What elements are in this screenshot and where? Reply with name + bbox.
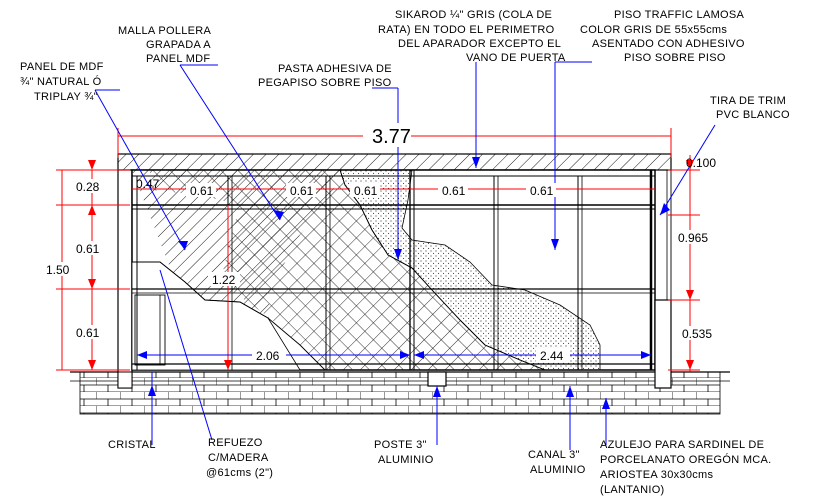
right-wall: [654, 154, 672, 389]
svg-text:PORCELANATO OREGÓN MCA.: PORCELANATO OREGÓN MCA.: [600, 453, 772, 466]
svg-text:¾" NATURAL Ó: ¾" NATURAL Ó: [20, 75, 102, 88]
svg-text:ASENTADO CON ADHESIVO: ASENTADO CON ADHESIVO: [592, 38, 745, 50]
cristal-panel: [134, 294, 166, 366]
label-cristal: CRISTAL: [108, 439, 156, 451]
dim-right-mid: 0.965: [678, 231, 708, 245]
svg-text:AZULEJO PARA SARDINEL DE: AZULEJO PARA SARDINEL DE: [600, 439, 764, 451]
svg-text:DEL APARADOR EXCEPTO EL: DEL APARADOR EXCEPTO EL: [398, 38, 561, 50]
floor-band: [70, 371, 730, 415]
svg-text:VANO DE PUERTA: VANO DE PUERTA: [466, 52, 566, 64]
svg-text:ARIOSTEA 30x30cms: ARIOSTEA 30x30cms: [600, 469, 714, 481]
svg-text:PISO SOBRE PISO: PISO SOBRE PISO: [624, 52, 726, 64]
svg-text:MALLA POLLERA: MALLA POLLERA: [118, 25, 212, 37]
svg-text:PISO TRAFFIC LAMOSA: PISO TRAFFIC LAMOSA: [614, 9, 745, 21]
dimension-labels: 3.77 0.28 0.61 0.61 1.50 0.47 0.61 0.61 …: [44, 123, 716, 363]
dim-top-4: 0.61: [442, 184, 466, 198]
svg-text:SIKAROD ¼" GRIS (COLA DE: SIKAROD ¼" GRIS (COLA DE: [395, 9, 552, 21]
dim-left-row-2: 0.61: [76, 242, 100, 256]
dim-bottom-right: 2.44: [540, 349, 564, 363]
svg-text:TRIPLAY ¾": TRIPLAY ¾": [34, 91, 98, 103]
dim-center-height: 1.22: [212, 273, 236, 287]
poste-base: [427, 371, 447, 387]
svg-text:REFUEZO: REFUEZO: [208, 437, 263, 449]
svg-text:GRAPADA A: GRAPADA A: [146, 39, 211, 51]
label-malla-pollera: MALLA POLLERA GRAPADA A PANEL MDF: [118, 25, 212, 65]
label-refuerzo: REFUEZO C/MADERA @61cms (2"): [206, 437, 273, 479]
arrowheads: [148, 157, 670, 409]
dim-overall-width: 3.77: [372, 126, 411, 148]
dimension-arrows: [88, 160, 694, 370]
svg-text:ALUMINIO: ALUMINIO: [378, 454, 434, 466]
label-canal: CANAL 3" ALUMINIO: [528, 449, 586, 476]
dim-left-row-3: 0.61: [76, 326, 100, 340]
malla-mesh: [150, 170, 545, 370]
svg-text:COLOR GRIS DE 55x55cms: COLOR GRIS DE 55x55cms: [580, 24, 727, 36]
dim-top-small: 0.47: [136, 177, 160, 191]
label-tira-trim: TIRA DE TRIM PVC BLANCO: [710, 95, 790, 121]
svg-text:POSTE 3": POSTE 3": [374, 439, 427, 451]
dim-right-low: 0.535: [682, 327, 712, 341]
label-azulejo: AZULEJO PARA SARDINEL DE PORCELANATO ORE…: [600, 439, 772, 496]
dimension-arrows-blue: [137, 351, 651, 359]
svg-text:TIRA DE TRIM: TIRA DE TRIM: [710, 95, 786, 107]
svg-text:PASTA ADHESIVA DE: PASTA ADHESIVA DE: [278, 63, 392, 75]
svg-text:(LANTANIO): (LANTANIO): [600, 484, 665, 496]
svg-text:PANEL MDF: PANEL MDF: [146, 53, 210, 65]
dim-top-5: 0.61: [530, 184, 554, 198]
svg-text:ALUMINIO: ALUMINIO: [530, 464, 586, 476]
dim-bottom-left: 2.06: [256, 349, 280, 363]
frame-rails: [132, 175, 655, 365]
mesh-boundary: [132, 261, 326, 371]
left-wall: [117, 169, 133, 389]
svg-text:PEGAPISO SOBRE PISO: PEGAPISO SOBRE PISO: [258, 77, 392, 89]
svg-text:CANAL 3": CANAL 3": [528, 449, 580, 461]
top-slab: [117, 153, 672, 171]
dim-left-total: 1.50: [46, 263, 70, 277]
label-pasta-adhesiva: PASTA ADHESIVA DE PEGAPISO SOBRE PISO: [258, 63, 392, 89]
svg-text:CRISTAL: CRISTAL: [108, 439, 156, 451]
dim-right-top: 0.100: [686, 156, 716, 170]
label-piso-traffic: PISO TRAFFIC LAMOSA COLOR GRIS DE 55x55c…: [580, 9, 745, 64]
dim-left-row-1: 0.28: [76, 180, 100, 194]
dim-top-1: 0.61: [190, 184, 214, 198]
svg-text:PANEL DE MDF: PANEL DE MDF: [20, 61, 104, 73]
label-panel-mdf: PANEL DE MDF ¾" NATURAL Ó TRIPLAY ¾": [20, 61, 104, 103]
dim-top-3: 0.61: [354, 184, 378, 198]
dim-top-2: 0.61: [290, 184, 314, 198]
svg-text:@61cms (2"): @61cms (2"): [206, 467, 273, 479]
svg-text:PVC BLANCO: PVC BLANCO: [716, 109, 790, 121]
label-sikarod: SIKAROD ¼" GRIS (COLA DE RATA) EN TODO E…: [378, 9, 566, 64]
svg-text:RATA) EN TODO EL PERIMETRO: RATA) EN TODO EL PERIMETRO: [378, 24, 555, 36]
svg-text:C/MADERA: C/MADERA: [208, 452, 269, 464]
label-poste: POSTE 3" ALUMINIO: [374, 439, 434, 466]
adhesive-boundary: [339, 169, 546, 371]
